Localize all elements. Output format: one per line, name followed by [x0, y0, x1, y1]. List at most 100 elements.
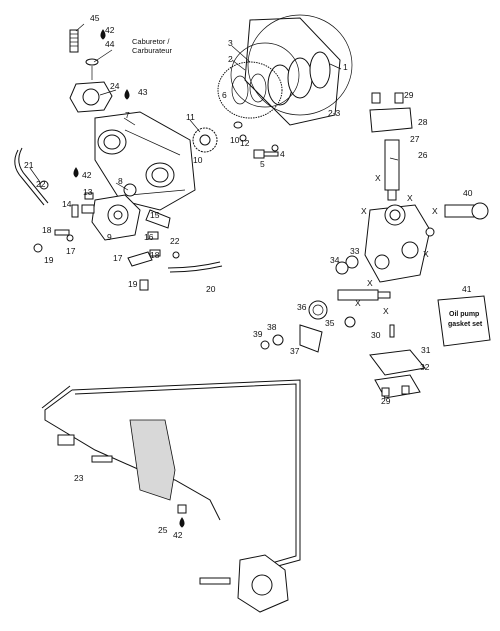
o-ring-valve	[425, 227, 435, 237]
callout: 34	[330, 255, 340, 265]
callout: 42	[105, 25, 115, 35]
washer-44	[85, 58, 99, 66]
screw-16	[147, 231, 159, 240]
callout: 26	[418, 150, 428, 160]
callout: 13	[83, 187, 93, 197]
clip-22	[39, 180, 49, 190]
washer-12	[239, 134, 247, 142]
washer-38	[272, 334, 284, 346]
drive-pin-30	[389, 324, 395, 338]
callout: 22	[170, 236, 180, 246]
sealant-drop-42b	[73, 167, 79, 178]
screws-29b	[381, 385, 410, 397]
lever-15	[145, 209, 171, 229]
callout: 38	[267, 322, 277, 332]
callout: 11	[186, 112, 195, 122]
callout: 17	[66, 246, 76, 256]
screw-34	[335, 261, 349, 275]
gasket-kit-line2: gasket set	[448, 321, 483, 328]
callout: 31	[421, 345, 431, 355]
callout: 2	[228, 54, 233, 64]
x-mark: X	[367, 278, 373, 288]
sealant-drop-43	[124, 89, 130, 100]
cam-37	[299, 324, 323, 353]
oil-pump-housing	[364, 204, 431, 283]
callout: 15	[150, 210, 160, 220]
callout: 42	[173, 530, 183, 540]
callout: 5	[260, 159, 265, 169]
x-mark: X	[407, 193, 413, 203]
banjo-19b	[139, 279, 149, 291]
x-mark: X	[383, 306, 389, 316]
callout: 21	[24, 160, 34, 170]
carburetor-label-line2: Carburateur	[132, 46, 173, 55]
callout: 8	[118, 176, 123, 186]
callout: 24	[110, 81, 120, 91]
oil-line-21	[14, 149, 45, 206]
callout: 2-3	[328, 108, 341, 118]
pump-gasket-31	[369, 349, 426, 376]
carburetor-label: Caburetor / Carburateur	[132, 37, 173, 55]
callout: 10	[230, 135, 240, 145]
callout: 35	[325, 318, 335, 328]
stud-screw-45	[69, 29, 79, 53]
plug-33	[345, 255, 359, 269]
callout: 25	[158, 525, 168, 535]
bolt-5	[253, 149, 279, 159]
callout: 36	[297, 302, 307, 312]
callout: 28	[418, 117, 428, 127]
gasket-kit-line1: Oil pump	[449, 311, 479, 318]
seal-35	[344, 316, 356, 328]
x-mark: X	[375, 173, 381, 183]
cable-bracket	[129, 419, 176, 501]
pump-plunger	[337, 289, 391, 301]
x-mark: X	[355, 298, 361, 308]
callout: 37	[290, 346, 300, 356]
check-valve-40	[444, 202, 489, 220]
callout: 3	[228, 38, 233, 48]
callout: 42	[82, 170, 92, 180]
pump-shaft-26	[384, 139, 400, 201]
gasket-8	[123, 183, 137, 197]
callout: 19	[44, 255, 54, 265]
callout: 44	[105, 39, 115, 49]
callout: 41	[462, 284, 472, 294]
washer-19a	[33, 243, 43, 253]
callout: 29	[404, 90, 414, 100]
x-mark: X	[361, 206, 367, 216]
callout: 4	[280, 149, 285, 159]
spring-36	[308, 300, 328, 320]
callout: 40	[463, 188, 473, 198]
carburetor-label-line1: Caburetor /	[132, 37, 170, 46]
callout: 23	[74, 473, 84, 483]
callout: 20	[206, 284, 216, 294]
oil-pump-gasket-kit-41	[437, 295, 491, 347]
seal-10	[233, 121, 243, 129]
carburetor-linkage	[199, 554, 289, 613]
washer-4	[271, 144, 279, 152]
callout: 43	[138, 87, 148, 97]
callout: 1	[343, 62, 348, 72]
callout: 27	[410, 134, 420, 144]
callout: 33	[350, 246, 360, 256]
washer-17a	[66, 234, 74, 242]
callout: 10	[193, 155, 203, 165]
sealant-drop-42c	[179, 517, 185, 528]
cable-arm-17b	[127, 251, 153, 267]
screw-18b	[149, 249, 161, 257]
callout-labels: 45 42 44 3 2 1 6 2-3 24 43 7 11 10 12 4 …	[24, 13, 473, 540]
cover-gasket-3	[230, 42, 300, 108]
rotary-valve-cover	[244, 14, 353, 126]
banjo-bolt-14	[71, 204, 79, 218]
carburetor-flange-gasket	[69, 81, 113, 113]
x-mark: X	[432, 206, 438, 216]
callout: 16	[144, 232, 154, 242]
callout: 9	[107, 232, 112, 242]
washer-39	[260, 340, 270, 350]
oil-line-20	[167, 261, 221, 269]
callout: 7	[125, 110, 130, 120]
leader-lines	[29, 23, 399, 191]
callout: 19	[128, 279, 138, 289]
screw-18a	[54, 229, 70, 236]
